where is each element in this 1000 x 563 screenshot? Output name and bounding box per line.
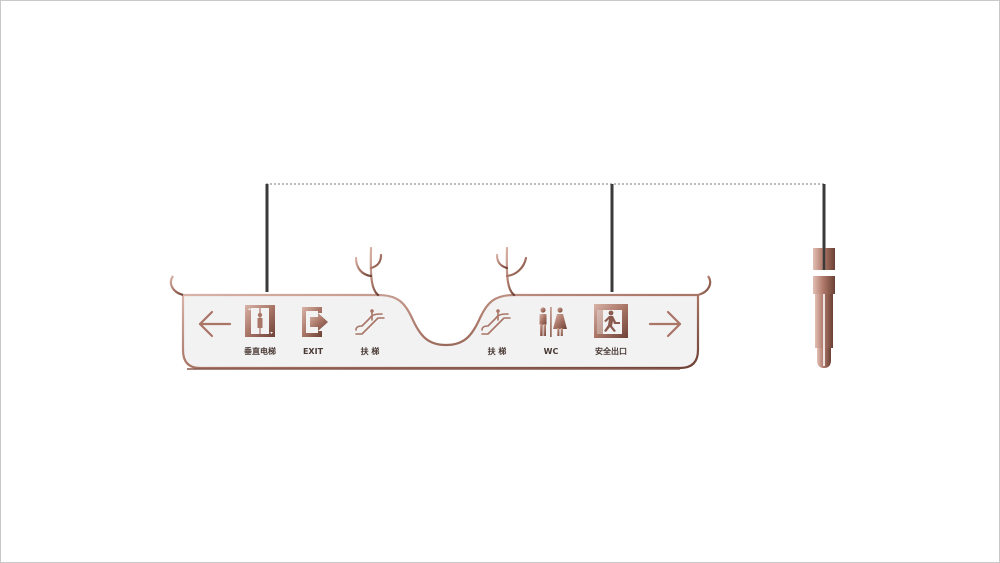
- sign-panel: [169, 275, 712, 370]
- label-wc: WC: [544, 347, 559, 356]
- sign-side-view: [813, 248, 835, 368]
- arrow-left-icon: [198, 310, 232, 338]
- escalator-icon: [355, 309, 385, 335]
- label-escalator-right: 扶 梯: [488, 346, 507, 356]
- label-exit: EXIT: [303, 347, 324, 356]
- restroom-icon: [539, 307, 567, 337]
- emergency-exit-icon: [594, 304, 628, 338]
- arrow-right-icon: [648, 310, 682, 338]
- hanging-rods: [265, 184, 826, 292]
- label-elevator: 垂直电梯: [244, 346, 276, 356]
- antler-right: [495, 246, 528, 297]
- label-emergency-exit: 安全出口: [595, 346, 627, 356]
- elevator-icon: [245, 305, 275, 337]
- escalator-icon: [481, 309, 511, 335]
- label-escalator-left: 扶 梯: [361, 346, 380, 356]
- antler-left: [354, 246, 383, 297]
- exit-door-icon: [302, 307, 328, 337]
